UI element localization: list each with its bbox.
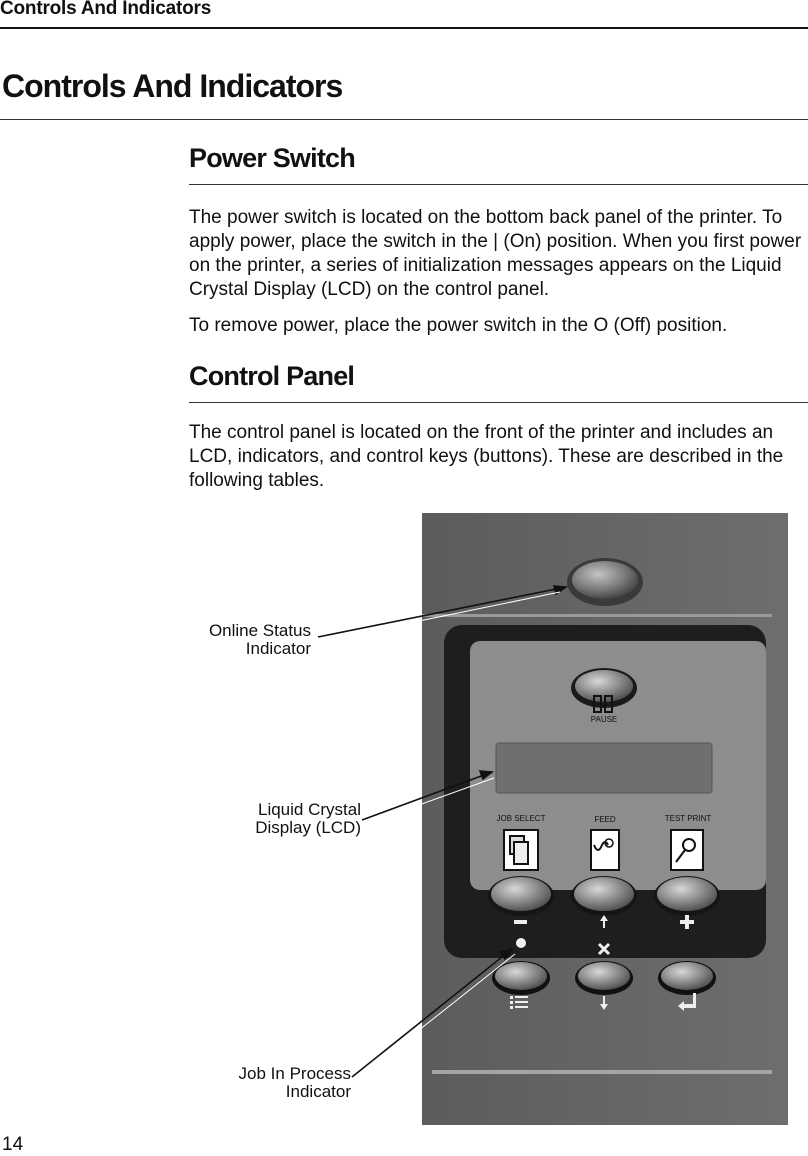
running-header: Controls And Indicators [0,0,212,19]
lcd-arrowhead [478,770,495,781]
menu-list-icon [510,996,528,1009]
callout-online-status-line-2: Indicator [245,639,311,658]
pause-icon-bar-right [604,695,613,713]
online-status-leader [317,586,567,638]
callout-job-in-process-line-2: Indicator [285,1082,351,1101]
pause-button [575,670,633,702]
lcd-leader [361,771,493,821]
up-button [574,877,634,911]
control-panel-figure: PAUSE JOB SELECT FEED TEST PRINT [0,510,808,1125]
online-status-leader-highlight [311,591,561,644]
plus-button [657,877,717,911]
page-number: 14 [2,1134,24,1155]
chapter-title: Controls And Indicators [2,68,343,104]
online-status-arrowhead [552,585,569,596]
lcd-display [495,742,713,794]
callout-job-in-process-line-1: Job In Process [238,1064,351,1083]
cancel-x-icon [597,942,611,956]
lcd-leader-highlight [365,777,495,825]
job-select-icon [503,829,539,871]
control-panel-illustration: PAUSE JOB SELECT FEED TEST PRINT [311,513,788,1125]
power-switch-paragraph-2: To remove power, place the power switch … [189,315,728,336]
job-in-process-leader-highlight [355,953,516,1081]
callout-online-status-line-1: Online Status [208,621,311,640]
down-arrow-icon [600,996,608,1010]
control-panel-paragraph: The control panel is located on the fron… [189,422,784,491]
plus-icon [680,915,694,929]
section-rule-control-panel [189,402,808,403]
chapter-rule [0,119,808,120]
callout-lcd-line-2: Display (LCD) [255,818,361,837]
body-highlight-bottom [432,1070,772,1074]
job-in-process-arrowhead [498,947,514,961]
enter-return-icon [678,993,696,1011]
test-print-label: TEST PRINT [665,814,712,823]
section-title-control-panel: Control Panel [189,361,355,391]
up-arrow-icon [600,915,608,928]
feed-icon [590,829,620,871]
callout-job-in-process: Job In Process Indicator [190,1065,351,1101]
section-rule-power-switch [189,184,808,185]
job-in-process-leader [351,948,513,1078]
callout-online-status: Online Status Indicator [150,622,311,658]
minus-button [491,877,551,911]
enter-button [661,962,713,990]
down-button [578,962,630,990]
callout-lcd-line-1: Liquid Crystal [258,800,361,819]
power-switch-paragraph-1: The power switch is located on the botto… [189,207,802,300]
body-highlight-top [422,614,772,617]
menu-button [495,962,547,990]
online-status-led [572,561,638,599]
callout-leaders [311,585,569,1081]
test-print-icon [670,829,704,871]
job-select-label: JOB SELECT [497,814,546,823]
feed-label: FEED [594,815,616,824]
pause-icon-bar-left [593,695,602,713]
callout-lcd: Liquid Crystal Display (LCD) [200,801,361,837]
minus-icon [514,920,527,924]
header-rule [0,27,808,29]
pause-label: PAUSE [591,715,618,724]
section-title-power-switch: Power Switch [189,143,356,173]
job-in-process-led [516,938,526,948]
